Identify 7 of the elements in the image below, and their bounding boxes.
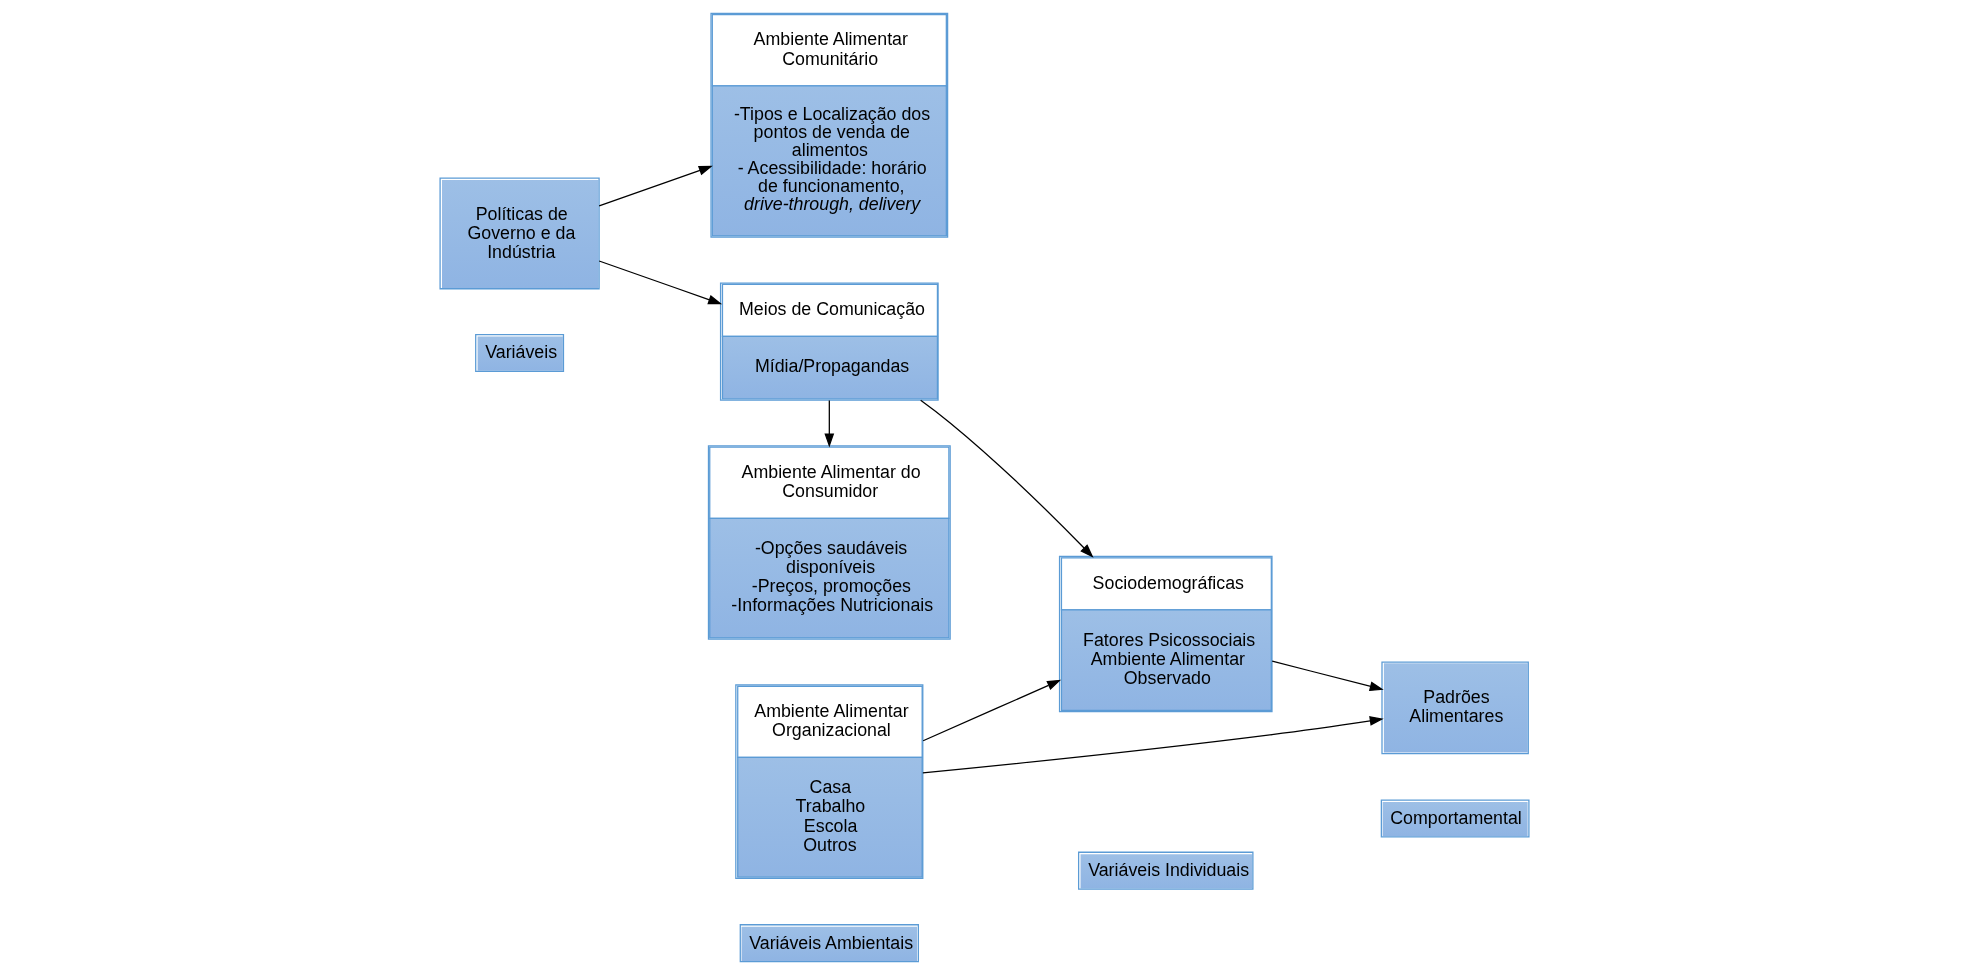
arrow bbox=[921, 716, 1384, 774]
arrow bbox=[919, 399, 1094, 558]
arrow bbox=[598, 165, 713, 207]
arrow bbox=[1271, 660, 1384, 692]
arrow bbox=[823, 399, 834, 448]
arrow bbox=[922, 679, 1061, 742]
arrow bbox=[598, 260, 722, 305]
